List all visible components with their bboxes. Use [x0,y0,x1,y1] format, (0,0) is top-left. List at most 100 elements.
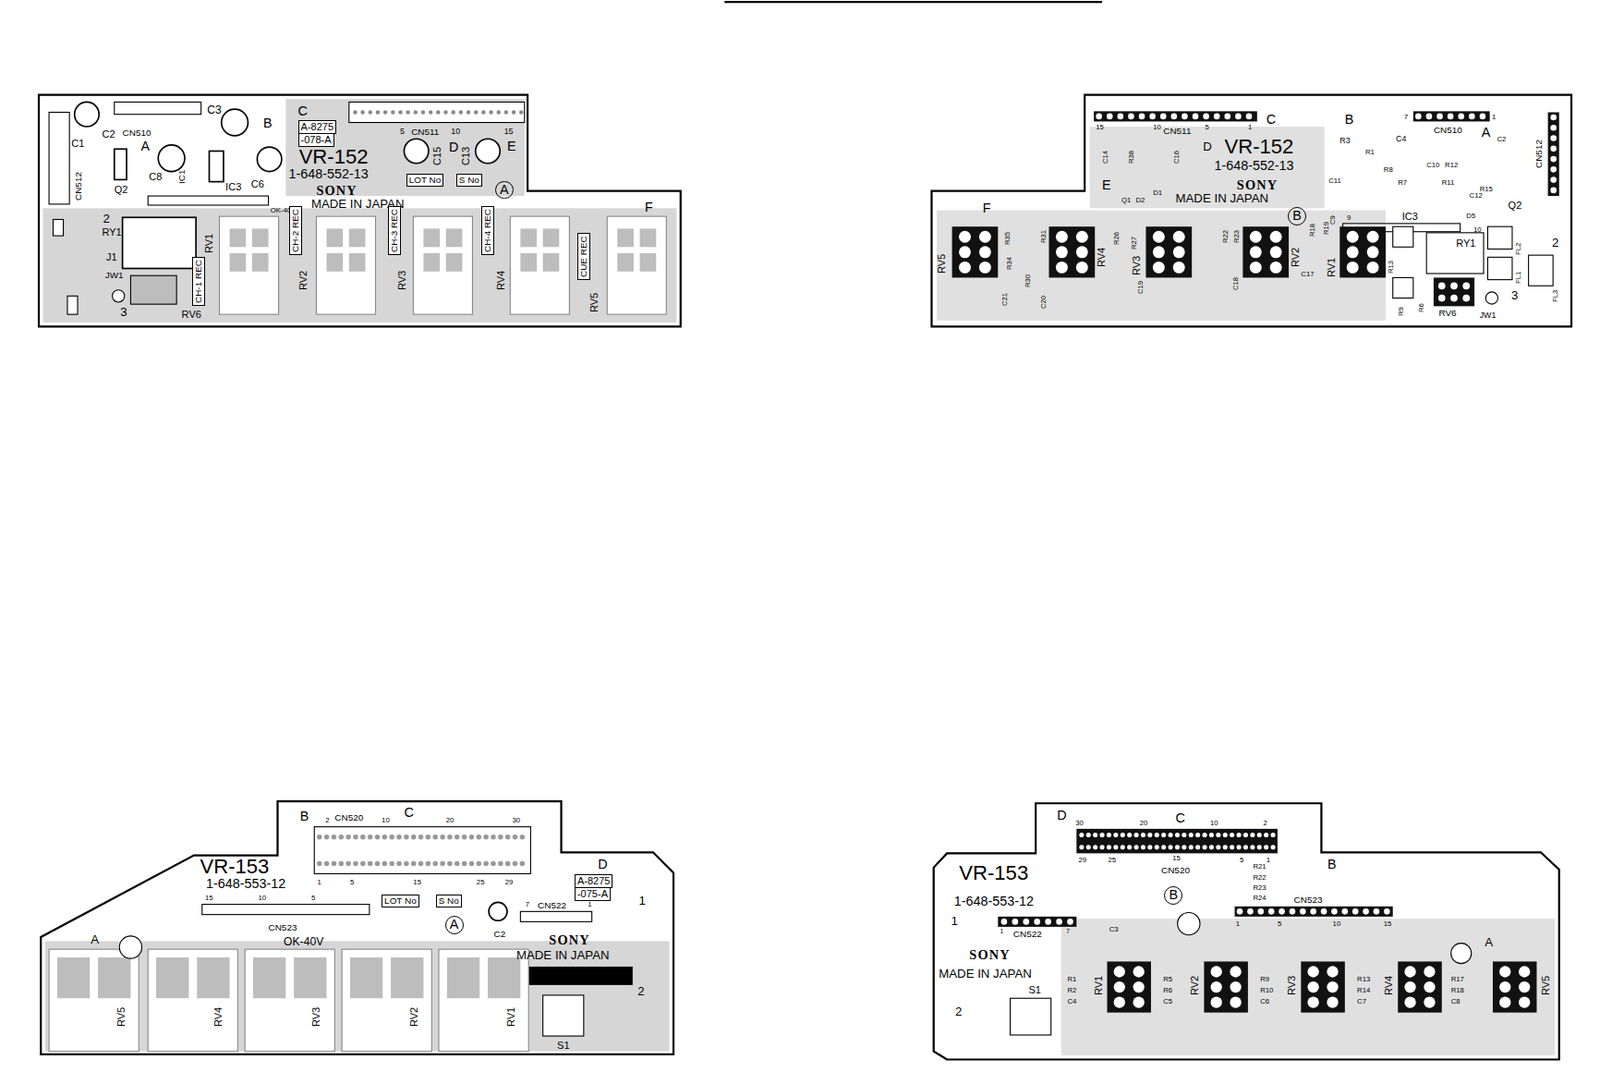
silkscreen-label: C [1266,112,1276,126]
connector-pin [425,834,432,840]
silkscreen-label: RV2 [298,269,309,290]
connector-pin [432,860,438,867]
silkscreen-label: CN510 [1433,125,1463,135]
connector-pin [1235,113,1242,121]
silkscreen-label: R23 [1233,230,1241,243]
silkscreen-label: R35 [1004,231,1012,245]
pot-pad [1307,995,1319,1007]
pot-pad [1404,981,1416,993]
switch-outline [543,994,584,1036]
pot-pad [1499,995,1511,1007]
connector-pin [1321,908,1328,915]
connector-pin [1236,832,1242,837]
connector-pin [1271,832,1276,837]
silkscreen-label: R30 [1024,274,1032,288]
pot-pad [1404,965,1416,977]
copper-plane [42,207,677,323]
silkscreen-label: 5 [400,127,405,136]
connector-pin [1209,844,1214,849]
connector-pin [1457,113,1465,121]
connector-pin [368,109,373,114]
relay-outline [122,217,197,268]
connector-pin [1120,844,1126,849]
connector-pin [1078,844,1084,849]
silkscreen-label: C6 [1260,997,1270,1006]
component-outline [114,148,127,180]
connector-pin [428,109,433,114]
connector-pin [316,834,323,840]
connector-pin [1236,844,1242,849]
connector-pin [1195,844,1200,849]
pot-pad [1229,981,1241,993]
silkscreen-label: -075-A [574,886,611,901]
silkscreen-label: 1 [1491,113,1496,122]
silkscreen-label: RV5 [936,254,947,274]
connector-pin [476,834,483,840]
pot-pad [1346,261,1359,274]
silkscreen-label: RV4 [213,1006,224,1027]
silkscreen-label: B [1345,112,1355,126]
rule-line [724,0,1103,3]
connector-pin [1192,113,1200,121]
copper-plane [285,98,524,196]
silkscreen-label: R1 [1066,975,1077,983]
pot-pad [349,228,366,247]
silkscreen-label: SONY [315,183,357,197]
connector-pin [1223,844,1228,849]
board-name: VR-153 [199,856,269,877]
pot-pad [1152,261,1165,274]
connector-pin [504,109,509,114]
connector-pin [1289,908,1297,915]
connector-pin [1188,844,1194,849]
connector-pin [512,860,519,867]
pot-footprint [1242,226,1289,278]
pot-pad [1438,281,1446,290]
connector-pin [1352,908,1359,915]
pot-pad [1518,965,1530,977]
pot-footprint [606,216,667,315]
pot-pad [230,253,247,272]
connector-pin [375,860,381,867]
silkscreen-label: C1 [71,138,85,149]
silkscreen-label: C2 [494,929,507,939]
silkscreen-label: JW1 [1479,311,1497,320]
part-number: 1-648-553-12 [206,876,286,890]
pot-pad [640,253,657,272]
silkscreen-label: C16 [1173,150,1181,164]
pot-pad [1367,245,1380,258]
connector-pin [1100,832,1105,837]
part-number: 1-648-552-13 [1213,158,1294,172]
filter-outline [1528,254,1554,286]
connector-pin [1086,832,1091,837]
mount-hole [1177,911,1200,934]
pot-pad [979,245,992,258]
silkscreen-label: 10 [450,127,461,136]
connector-pin [1249,844,1255,849]
silkscreen-label: A [495,181,514,200]
capacitor-symbol [157,145,185,172]
capacitor-symbol [221,109,249,136]
board-vr153-a [40,800,674,1055]
connector-pin [1168,844,1174,849]
connector-pin [432,834,438,840]
silkscreen-label: CN520 [1161,865,1190,875]
pot-pad [1367,230,1380,243]
silkscreen-label: D5 [1466,212,1476,220]
connector-pin [1092,844,1098,849]
connector-pin [345,834,352,840]
connector-pin [1243,844,1249,849]
connector-pin [443,109,448,114]
pot-pad [1404,995,1416,1007]
capacitor-symbol [74,101,100,127]
connector-pin [450,109,455,114]
connector-pin [1215,832,1221,837]
connector-outline [349,101,525,122]
silkscreen-label: R1 [1365,148,1375,157]
connector-pin [1309,908,1317,915]
silkscreen-label: B [263,116,273,130]
silkscreen-label: IC3 [225,181,242,193]
silkscreen-label: 3 [120,305,127,318]
connector-pin [1373,908,1381,915]
silkscreen-label: RV6 [1438,308,1456,318]
silkscreen-label: 10 [1473,226,1482,234]
